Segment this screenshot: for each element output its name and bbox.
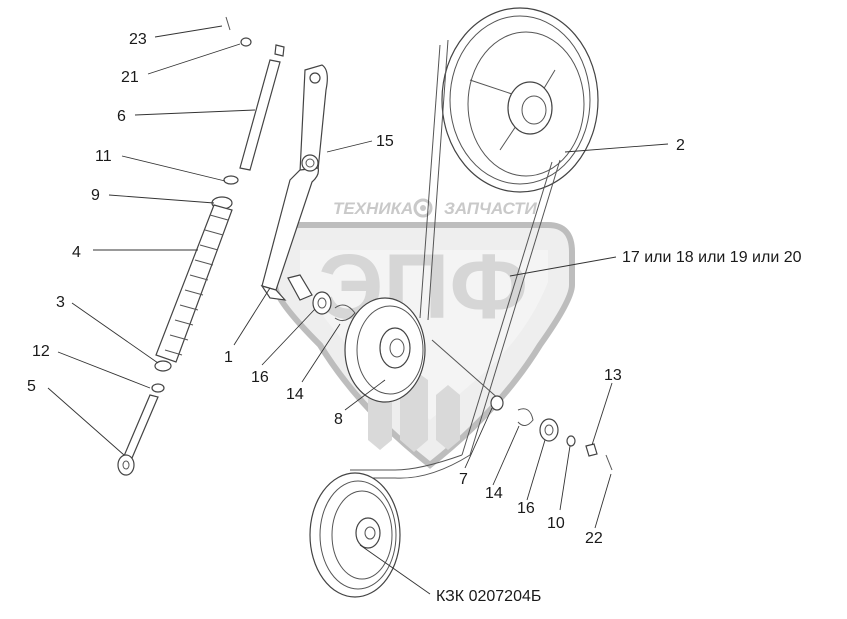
- bottom-pulley: [309, 472, 401, 598]
- callout-14-left: 14: [286, 386, 304, 403]
- watermark-gear-icon: [413, 198, 433, 218]
- watermark-logo-letters: ЭПФ: [318, 236, 528, 338]
- callout-8: 8: [334, 411, 343, 428]
- callout-9: 9: [91, 187, 100, 204]
- large-pulley: [441, 7, 599, 193]
- callout-6: 6: [117, 108, 126, 125]
- idler-pulley: [344, 297, 426, 403]
- tensioner-arm: [260, 64, 328, 301]
- callout-7: 7: [459, 471, 468, 488]
- v-belt: [350, 39, 561, 479]
- callout-10: 10: [547, 515, 565, 532]
- drawing-code: КЗК 0207204Б: [436, 588, 541, 605]
- callout-2: 2: [676, 137, 685, 154]
- callout-14-right: 14: [485, 485, 503, 502]
- callout-4: 4: [72, 244, 81, 261]
- right-hardware: [431, 339, 613, 471]
- spring-rod-assembly: [117, 16, 285, 476]
- callout-12: 12: [32, 343, 50, 360]
- callout-16-left: 16: [251, 369, 269, 386]
- callout-22: 22: [585, 530, 603, 547]
- callout-21: 21: [121, 69, 139, 86]
- callout-15: 15: [376, 133, 394, 150]
- idler-shaft-left: [287, 274, 356, 322]
- watermark-word-right: ЗАПЧАСТИ: [444, 199, 537, 218]
- callout-11: 11: [95, 148, 112, 165]
- callout-16-right: 16: [517, 500, 535, 517]
- watermark-word-left: ТЕХНИКА: [333, 199, 413, 218]
- callout-23: 23: [129, 31, 147, 48]
- callout-3: 3: [56, 294, 65, 311]
- callout-5: 5: [27, 378, 36, 395]
- callout-13: 13: [604, 367, 622, 384]
- callout-1: 1: [224, 349, 233, 366]
- leader-lines: [47, 25, 669, 595]
- callout-labels: 23 21 6 11 9 4 3 12 5 15 2 17 или 18 или…: [27, 31, 802, 605]
- callout-17: 17 или 18 или 19 или 20: [622, 249, 802, 266]
